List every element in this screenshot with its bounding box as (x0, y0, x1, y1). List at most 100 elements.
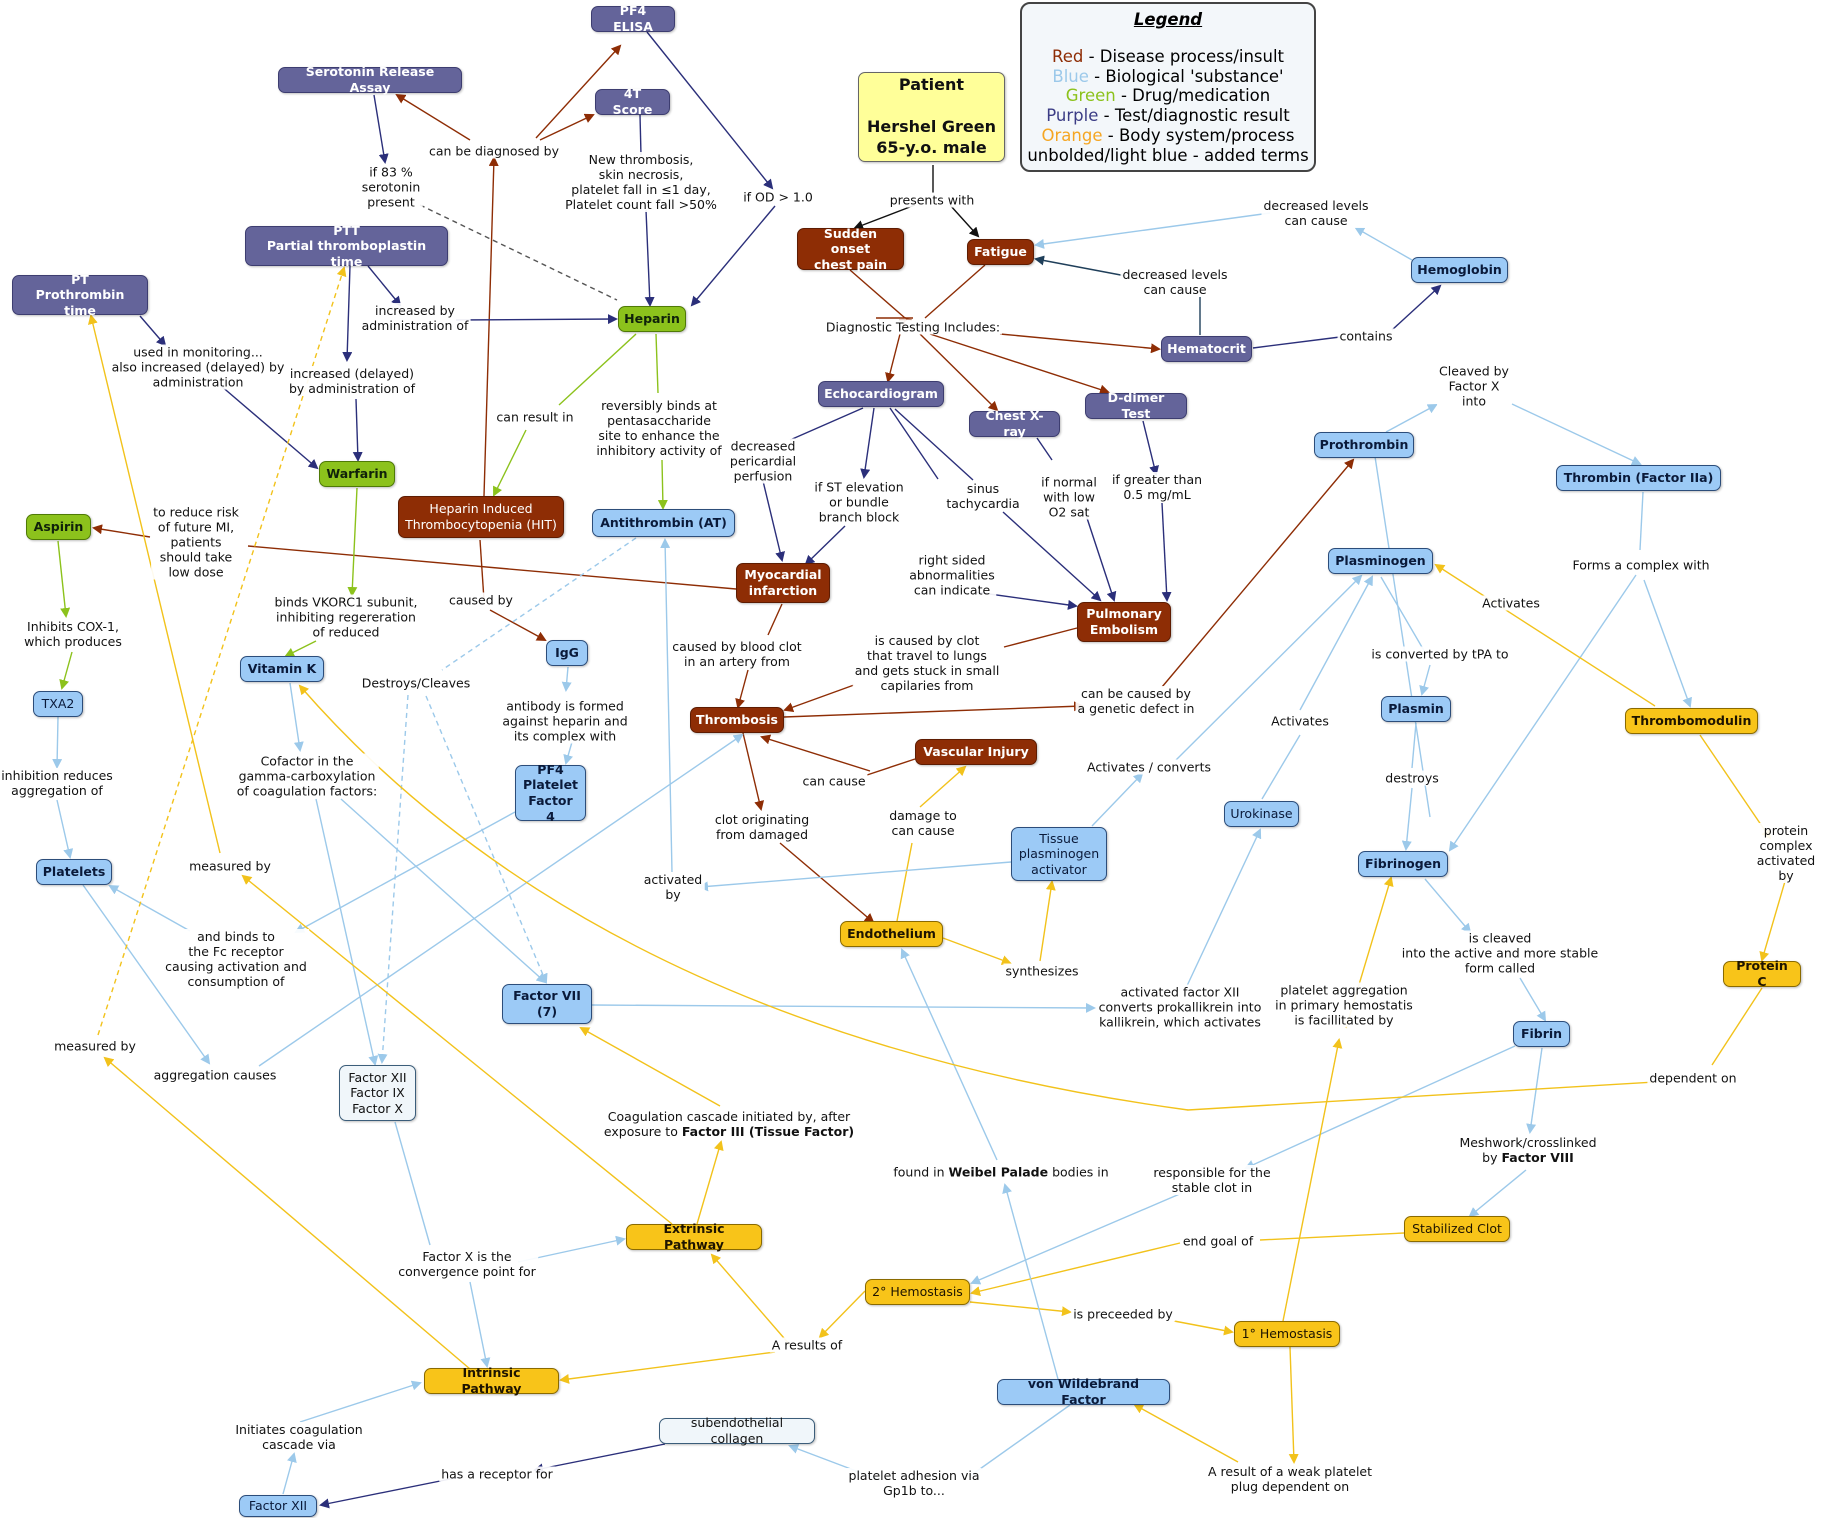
node-plasmin[interactable]: Plasmin (1381, 696, 1451, 722)
edge-vwf-to-found (1002, 1183, 1059, 1380)
edge-genetic-to-prothrombin (1161, 458, 1355, 688)
node-vascular-injury[interactable]: Vascular Injury (915, 739, 1037, 765)
node-thrombomodulin[interactable]: Thrombomodulin (1625, 708, 1758, 734)
node-warfarin[interactable]: Warfarin (319, 461, 395, 487)
edge-dependent-curve-a (1187, 1081, 1656, 1111)
node-platelets[interactable]: Platelets (36, 859, 112, 885)
legend-text-blue: - Biological 'substance' (1088, 66, 1284, 86)
edge-criteria-to-heparin (644, 209, 655, 307)
label-fc-receptor: and binds to the Fc receptor causing act… (163, 929, 309, 989)
node-endothelium[interactable]: Endothelium (840, 921, 943, 947)
edge-sra-to-83 (373, 94, 389, 164)
edge-warfarin-to-vkorc (347, 487, 358, 597)
label-coagulation-cascade-bold: Factor III (Tissue Factor) (681, 1124, 855, 1139)
node-pf4-elisa[interactable]: PF4 ELISA (591, 3, 675, 34)
node-thrombin[interactable]: Thrombin (Factor IIa) (1556, 465, 1721, 491)
node-chest-x-ray[interactable]: Chest X-ray (969, 408, 1060, 439)
node-1-hemostasis[interactable]: 1° Hemostasis (1234, 1321, 1340, 1347)
node-txa2[interactable]: TXA2 (33, 691, 83, 717)
node-thrombosis[interactable]: Thrombosis (690, 707, 784, 733)
edge-coag-to-f7 (579, 1027, 721, 1107)
edge-cofactor-to-f7 (340, 798, 547, 984)
label-converted-by-tpa: is converted by tPA to (1369, 646, 1511, 662)
edge-hit-to-causedby (479, 539, 485, 601)
node-ptt[interactable]: PTT Partial thromboplastin time (245, 223, 448, 269)
legend-title: Legend (1133, 10, 1203, 29)
edge-echo-to-decperf (789, 407, 864, 441)
label-4t-criteria: New thrombosis, skin necrosis, platelet … (563, 152, 719, 212)
node-echocardiogram[interactable]: Echocardiogram (818, 381, 944, 407)
edge-platelets-to-aggcauses (82, 884, 211, 1065)
node-hemoglobin[interactable]: Hemoglobin (1411, 257, 1508, 283)
edge-sinus-to-pe (1002, 511, 1102, 602)
edge-4t-to-criteria (639, 114, 642, 156)
node-d-dimer-test[interactable]: D-dimer Test (1085, 390, 1187, 421)
node-2-hemostasis[interactable]: 2° Hemostasis (865, 1279, 970, 1305)
label-meshwork-pre: Meshwork/crosslinked by (1459, 1135, 1597, 1165)
label-binds-vkorc1: binds VKORC1 subunit, inhibiting regerer… (272, 594, 420, 640)
node-sudden-chest-pain[interactable]: Sudden onset chest pain (797, 226, 904, 272)
node-von-willebrand-factor[interactable]: von Wildebrand Factor (997, 1376, 1170, 1407)
node-urokinase[interactable]: Urokinase (1224, 801, 1299, 827)
edge-cancause-to-thrombosis (760, 734, 871, 772)
node-patient[interactable]: Patient Hershel Green 65-y.o. male (858, 72, 1005, 162)
edge-cxr-to-normal (1036, 437, 1053, 461)
edge-antibody-to-pf4 (563, 741, 574, 765)
edge-subcollagen-to-receptor (533, 1443, 666, 1474)
node-factor-vii[interactable]: Factor VII (7) (502, 984, 592, 1024)
node-igg[interactable]: IgG (546, 640, 588, 666)
node-tissue-plasminogen-activator[interactable]: Tissue plasminogen activator (1011, 827, 1107, 881)
label-sinus-tachycardia: sinus tachycardia (944, 481, 1022, 511)
node-extrinsic-pathway[interactable]: Extrinsic Pathway (626, 1221, 762, 1252)
edge-hemo1-to-pltagg (1282, 1038, 1343, 1322)
node-vitamin-k[interactable]: Vitamin K (240, 656, 324, 682)
node-hematocrit[interactable]: Hematocrit (1161, 336, 1252, 362)
node-stabilized-clot[interactable]: Stabilized Clot (1404, 1216, 1510, 1242)
label-increased-by-administration: increased by administration of (359, 303, 471, 333)
legend-row-added: unbolded/light blue - added terms (1022, 146, 1314, 166)
label-clot-originating: clot originating from damaged (712, 812, 812, 842)
label-meshwork-bold: Factor VIII (1501, 1150, 1574, 1165)
edge-stabclot-to-endgoal (1259, 1232, 1405, 1241)
node-prothrombin[interactable]: Prothrombin (1314, 432, 1414, 458)
label-platelet-aggregation: platelet aggregation in primary hemostat… (1273, 982, 1415, 1028)
edge-83-to-heparin (419, 204, 618, 301)
node-pt[interactable]: PT Prothrombin time (12, 272, 148, 318)
node-factor-xii-ix-x[interactable]: Factor XII Factor IX Factor X (339, 1065, 416, 1121)
edge-diagtest-to-ddimer (929, 333, 1110, 395)
node-hit[interactable]: Heparin Induced Thrombocytopenia (HIT) (398, 496, 564, 538)
node-fatigue[interactable]: Fatigue (967, 239, 1034, 265)
label-destroys: destroys (1383, 770, 1441, 786)
node-aspirin[interactable]: Aspirin (26, 514, 91, 540)
node-antithrombin[interactable]: Antithrombin (AT) (592, 509, 735, 537)
node-protein-c[interactable]: Protein C (1723, 958, 1801, 989)
edge-urokinase-to-activates2 (1261, 734, 1301, 800)
node-fibrinogen[interactable]: Fibrinogen (1358, 851, 1448, 877)
edge-fatigue-to-diagtest (924, 264, 986, 319)
node-serotonin-release-assay[interactable]: Serotonin Release Assay (278, 64, 462, 95)
legend-key-orange: Orange (1041, 125, 1103, 145)
node-fibrin[interactable]: Fibrin (1513, 1021, 1570, 1047)
edge-pt-to-monitor (139, 315, 167, 347)
node-4t-score[interactable]: 4T Score (595, 86, 670, 117)
node-pulmonary-embolism[interactable]: Pulmonary Embolism (1077, 602, 1171, 642)
label-genetic-defect: can be caused by a genetic defect in (1075, 686, 1197, 716)
node-intrinsic-pathway[interactable]: Intrinsic Pathway (424, 1365, 559, 1396)
label-found-in-pre: found in (893, 1164, 949, 1180)
edge-cofactor-to-f12910 (315, 798, 379, 1066)
node-myocardial-infarction[interactable]: Myocardial infarction (736, 563, 830, 603)
node-factor-xii[interactable]: Factor XII (239, 1495, 317, 1517)
node-pf4[interactable]: PF4 Platelet Factor 4 (515, 762, 586, 824)
node-subendothelial-collagen[interactable]: subendothelial collagen (659, 1415, 815, 1446)
node-heparin[interactable]: Heparin (618, 306, 686, 332)
edge-diag-to-4t (539, 113, 595, 141)
label-activated-factor-xii: activated factor XII converts prokallikr… (1096, 984, 1264, 1030)
edge-aggcauses-to-thrombosis (258, 733, 744, 1067)
edge-clotorig-to-endothelium (779, 842, 875, 924)
node-plasminogen[interactable]: Plasminogen (1328, 548, 1433, 574)
edge-incdelay-to-warfarin (352, 398, 363, 462)
edge-proteinc-to-dependent (1711, 987, 1763, 1066)
label-has-receptor: has a receptor for (439, 1466, 555, 1482)
edge-vwf-to-gp1b (969, 1404, 1071, 1477)
